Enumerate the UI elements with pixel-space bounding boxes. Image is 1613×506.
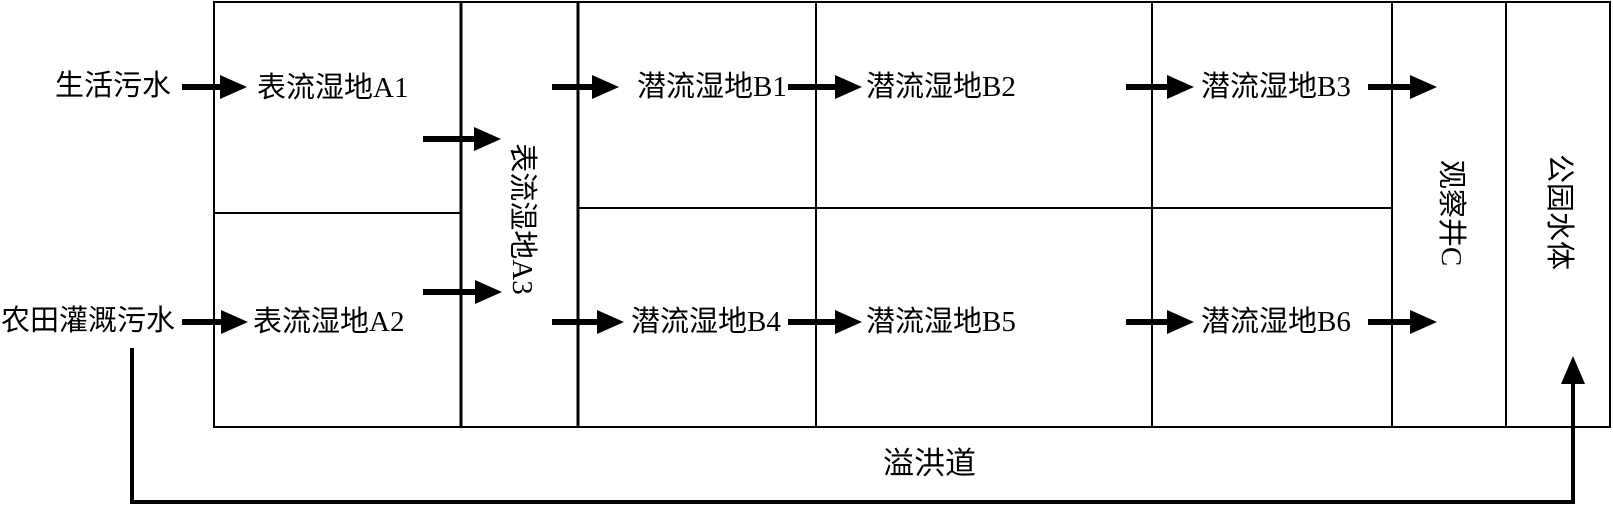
- cell-b4-label: 潜流湿地B4: [631, 306, 781, 338]
- cell-a1-label: 表流湿地A1: [257, 72, 409, 104]
- label-farmland-irrigation-sewage: 农田灌溉污水: [1, 305, 176, 337]
- arrow-a3-to-b4: [552, 310, 624, 334]
- arrow-domestic-to-a1: [182, 75, 247, 99]
- cell-observation-well-label: 观察井C: [1434, 159, 1467, 267]
- cell-b6-label: 潜流湿地B6: [1201, 306, 1351, 338]
- grid-borders: [213, 1, 1611, 428]
- cell-b5-label: 潜流湿地B5: [866, 306, 1016, 338]
- flow-arrows: [182, 75, 1437, 334]
- cell-park-water-body-label: 公园水体: [1542, 153, 1575, 271]
- spillway-up-arrowhead: [1561, 356, 1585, 384]
- cell-b1-label: 潜流湿地B1: [637, 71, 787, 103]
- cell-b2-label: 潜流湿地B2: [866, 71, 1016, 103]
- arrow-b6-to-well: [1368, 310, 1437, 334]
- arrow-a2-to-a3: [423, 280, 502, 304]
- arrow-b5-to-b6: [1126, 310, 1194, 334]
- arrow-a1-to-a3: [423, 127, 501, 151]
- arrow-b2-to-b3: [1126, 75, 1194, 99]
- arrow-b4-to-b5: [788, 310, 862, 334]
- cell-a2-label: 表流湿地A2: [253, 306, 405, 338]
- arrow-b1-to-b2: [788, 75, 862, 99]
- arrow-a3-to-b1: [552, 75, 619, 99]
- label-domestic-sewage: 生活污水: [55, 70, 172, 102]
- cell-a3-label: 表流湿地A3: [505, 143, 538, 295]
- outer-border: [213, 1, 1611, 428]
- arrow-b3-to-well: [1368, 75, 1437, 99]
- cell-b3-label: 潜流湿地B3: [1201, 71, 1351, 103]
- spillway-bypass-line: [130, 348, 1585, 504]
- arrow-farmland-to-a2: [182, 310, 248, 334]
- spillway-label: 溢洪道: [883, 446, 976, 481]
